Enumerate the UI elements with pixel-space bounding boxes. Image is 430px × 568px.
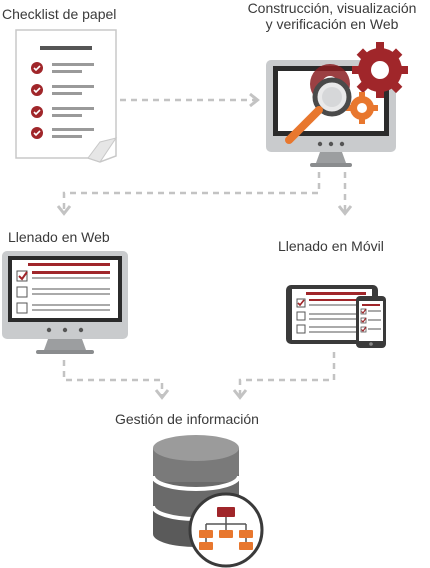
mobile-fill-label: Llenado en Móvil <box>278 238 384 254</box>
phone-icon <box>356 296 386 348</box>
checklist-rows <box>31 62 94 139</box>
web-fill-label: Llenado en Web <box>8 229 110 245</box>
small-gear-icon <box>346 92 378 124</box>
construction-label-line1: Construcción, visualización <box>247 0 417 16</box>
construction-label-line2: y verificación en Web <box>265 16 399 32</box>
info-management-label: Gestión de información <box>115 411 259 427</box>
construction-label: Construcción, visualización y verificaci… <box>236 0 428 32</box>
gear-icon <box>352 42 408 98</box>
magnifier-icon <box>285 77 352 144</box>
paper-checklist-icon <box>15 29 118 163</box>
org-chart-badge-icon <box>188 492 264 568</box>
arrow-construction-to-web <box>56 172 321 216</box>
web-fill-monitor-icon <box>2 251 128 354</box>
arrow-web-to-database <box>62 360 170 400</box>
paper-checklist-label: Checklist de papel <box>2 6 117 22</box>
arrow-mobile-to-database <box>232 352 336 400</box>
